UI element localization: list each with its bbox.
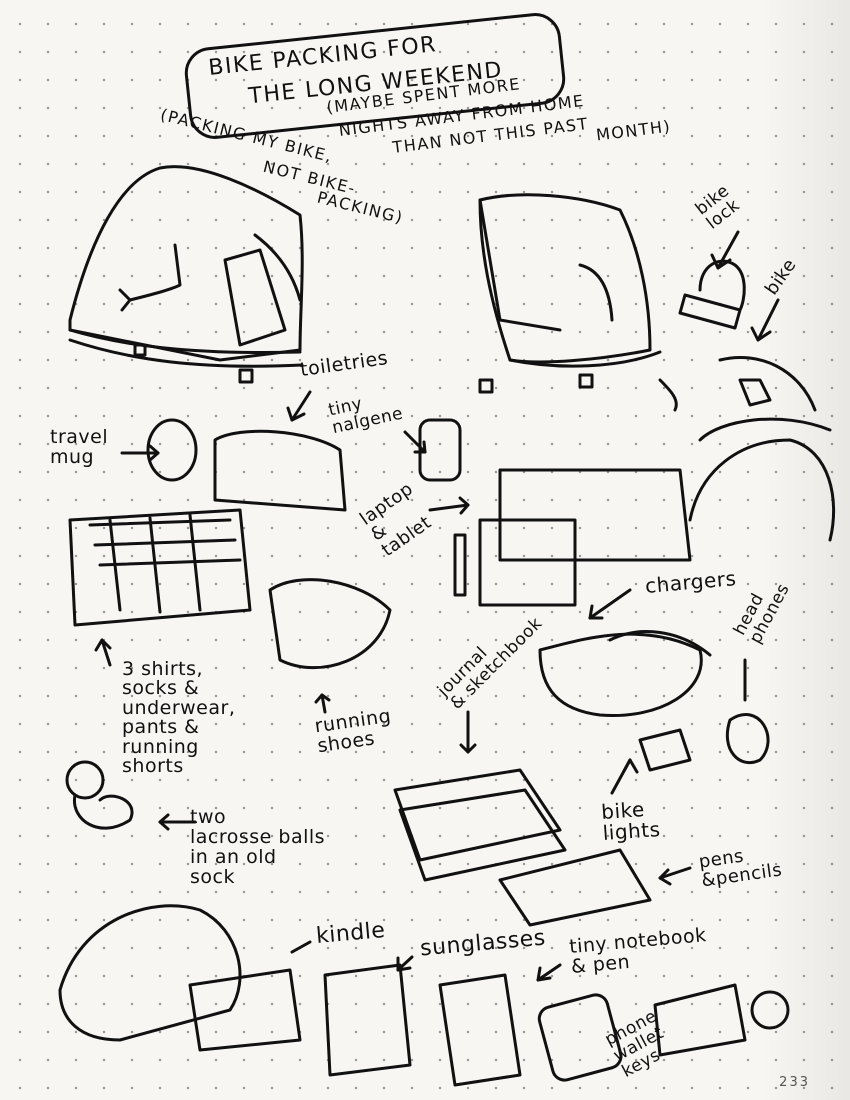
lacrosse-balls-drawing [65,760,134,830]
journal-drawing [393,768,567,882]
right-pannier-drawing [478,193,678,412]
kindle-helmet-drawing [58,904,302,1052]
clothes-drawing [68,508,252,627]
laptop-tablet-drawing [453,468,692,607]
label-clothes: 3 shirts, socks & underwear, pants & run… [122,658,236,777]
bike-drawing [688,355,836,542]
label-kindle: kindle [315,918,387,949]
left-pannier-drawing [68,165,304,384]
page-edge-shadow [760,0,850,1100]
phone-drawing [537,993,623,1082]
arrows [94,230,780,982]
bike-lights-drawing [638,728,692,772]
nalgene-drawing [418,418,462,482]
tiny-notebook-drawing [438,973,522,1087]
headphones-drawing [725,713,770,765]
chargers-drawing [538,630,712,718]
pens-drawing [498,848,652,927]
wallet-drawing [653,983,747,1057]
sunglasses-drawing [323,963,412,1077]
label-lacrosse: two lacrosse balls in an old sock [190,806,326,888]
bike-lock-drawing [678,259,746,330]
running-shoes-drawing [268,578,392,670]
keys-drawing [750,990,790,1030]
travel-mug-drawing [146,418,198,482]
label-bike-lights: bike lights [600,797,662,845]
label-travel-mug: travel mug [50,426,109,468]
toiletries-drawing [213,429,347,512]
page-number: 233 [779,1075,810,1090]
